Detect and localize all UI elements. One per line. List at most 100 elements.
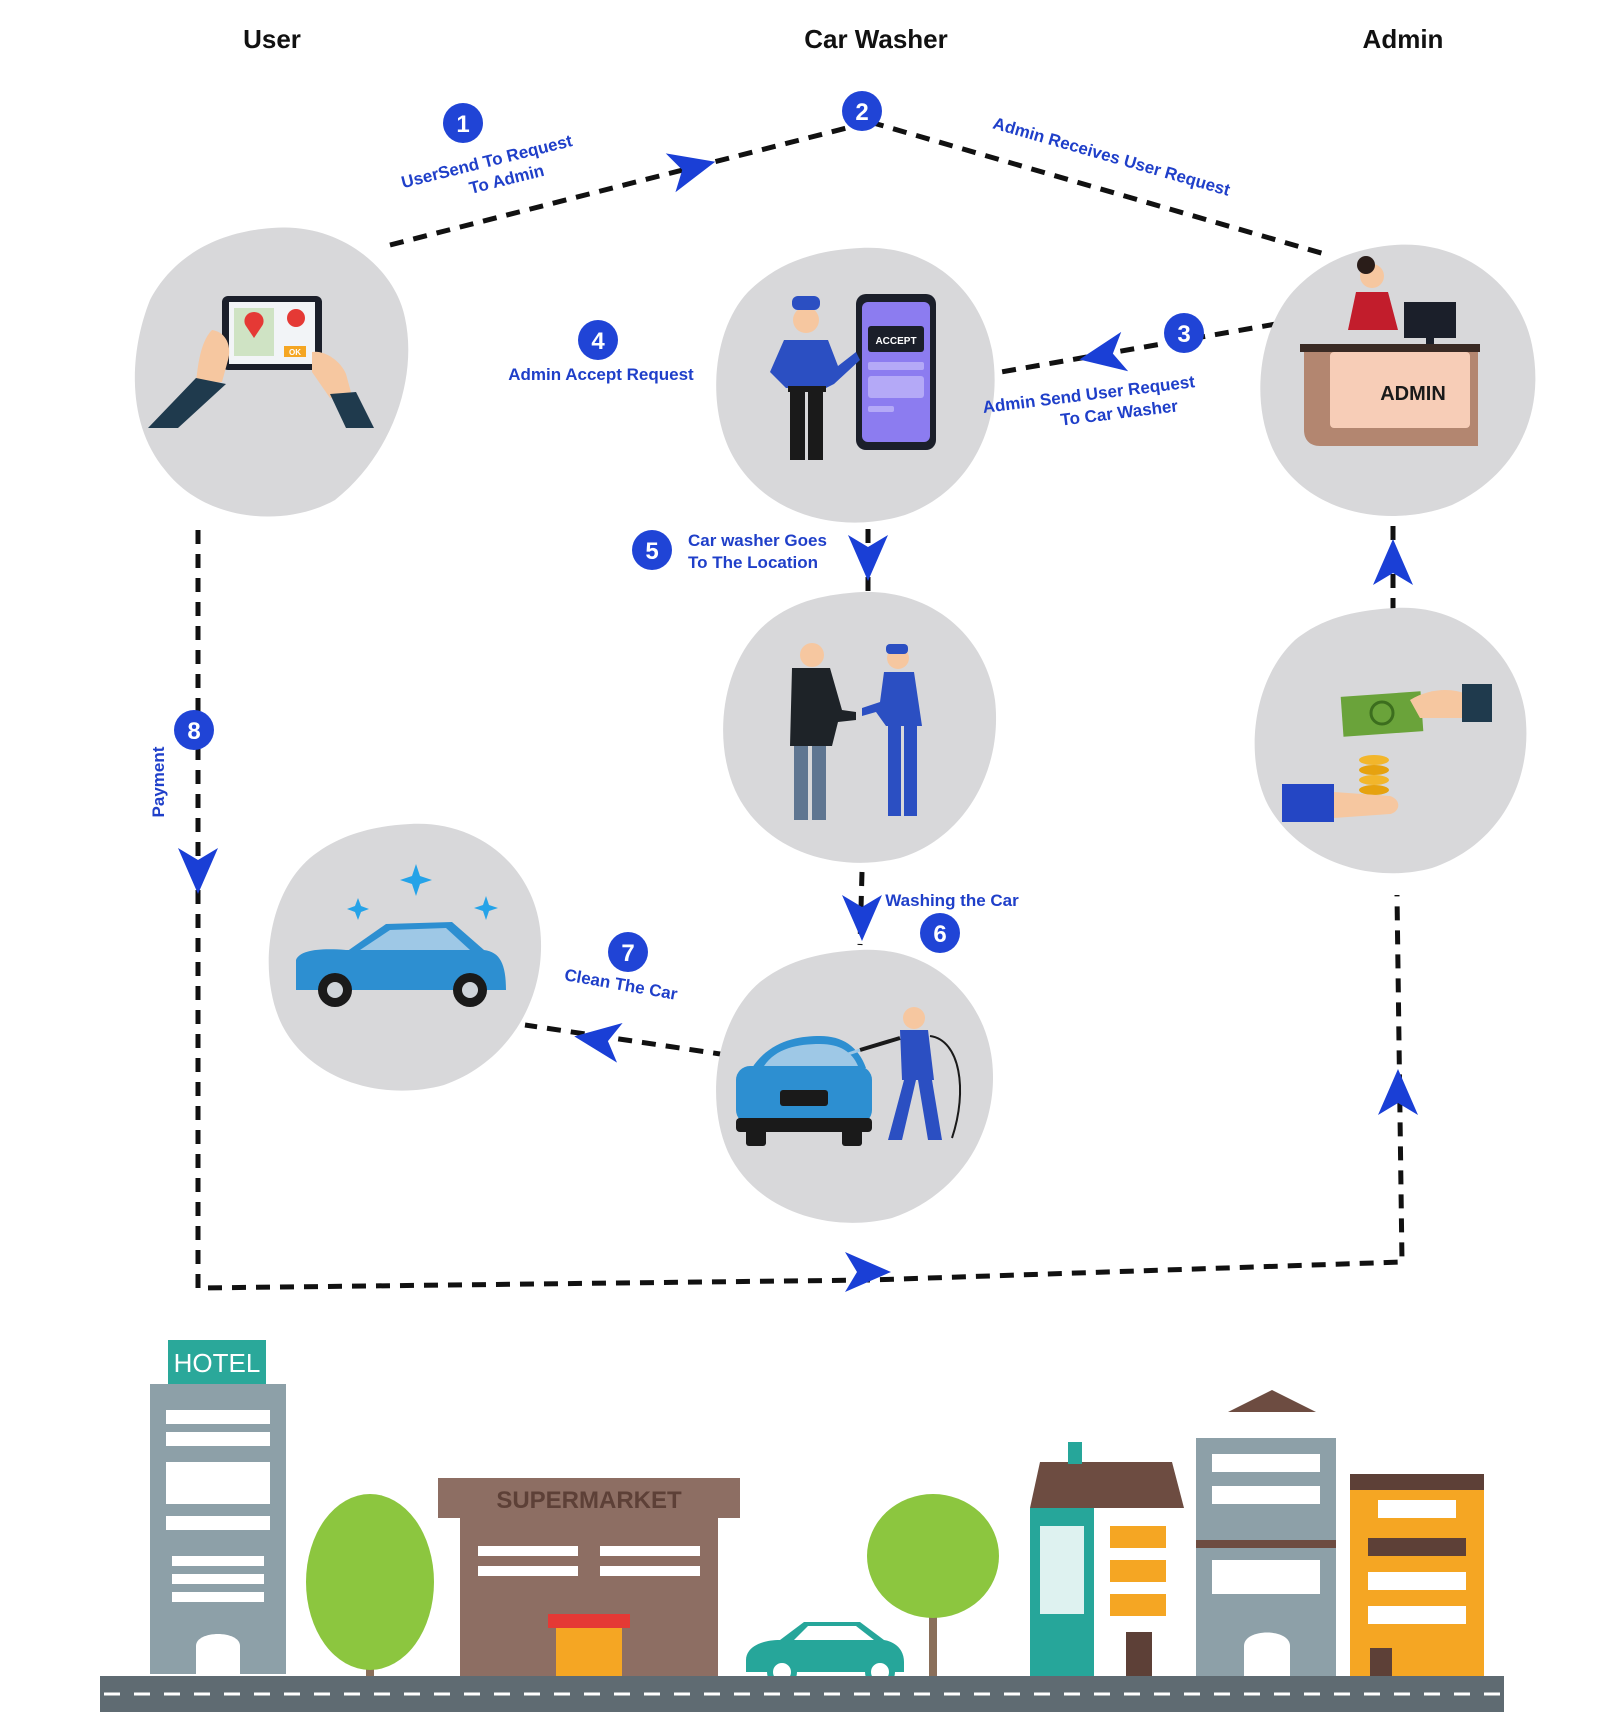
admin-body bbox=[1348, 292, 1398, 330]
arrow-bottom-icon bbox=[845, 1252, 891, 1292]
townhouse-left bbox=[1030, 1442, 1184, 1676]
hotel-stripe-1 bbox=[172, 1556, 264, 1566]
step-badge-5 bbox=[632, 530, 672, 570]
path-wash-to-clean-car bbox=[524, 1022, 728, 1058]
blob-handshake bbox=[723, 591, 997, 863]
supermarket-window-4 bbox=[600, 1566, 700, 1576]
left-sleeve bbox=[148, 378, 226, 428]
sparkle-icon-3 bbox=[474, 896, 498, 920]
spray-gun bbox=[859, 1036, 901, 1052]
step-num-5: 5 bbox=[645, 538, 658, 565]
supermarket-building: SUPERMARKET bbox=[438, 1478, 740, 1676]
orange-building-top bbox=[1350, 1474, 1484, 1490]
flow-paths bbox=[195, 119, 1405, 1291]
map-pin-icon bbox=[244, 312, 264, 338]
step-num-2: 2 bbox=[855, 99, 868, 126]
step-label-2: Admin Receives User Request bbox=[991, 114, 1233, 200]
hotel-building: HOTEL bbox=[150, 1340, 286, 1674]
orange-building-win-1 bbox=[1378, 1500, 1456, 1518]
grey-building-attic bbox=[1196, 1412, 1336, 1438]
path-user-to-washer bbox=[389, 119, 871, 248]
tree-1 bbox=[306, 1494, 434, 1676]
desk-top bbox=[1300, 344, 1480, 352]
worker-leg-left bbox=[888, 726, 901, 816]
column-title-car-washer: Car Washer bbox=[804, 24, 948, 54]
townhouse-left-teal-win bbox=[1040, 1526, 1084, 1614]
washer2-leg-right bbox=[918, 1080, 942, 1140]
wash-car-tyre-left bbox=[746, 1128, 766, 1146]
arrow-step3-icon bbox=[1079, 331, 1129, 372]
admin-desk-sign: ADMIN bbox=[1380, 383, 1446, 405]
step-4: 4 Admin Accept Request bbox=[508, 320, 694, 384]
townhouse-left-win-2 bbox=[1110, 1560, 1166, 1582]
supermarket-window-2 bbox=[600, 1546, 700, 1556]
desk-panel bbox=[1330, 352, 1470, 428]
top-sleeve bbox=[1462, 684, 1492, 722]
bottom-hand bbox=[1334, 792, 1399, 818]
washer2-body bbox=[900, 1030, 934, 1080]
supermarket-door bbox=[556, 1628, 622, 1676]
tablet-user-illustration: OK bbox=[148, 296, 374, 428]
right-sleeve bbox=[330, 392, 374, 428]
washer-phone-illustration: ACCEPT bbox=[770, 294, 936, 460]
step-label-7: Clean The Car bbox=[563, 965, 679, 1004]
step-label-8: Payment bbox=[149, 746, 168, 817]
hotel-stripe-3 bbox=[172, 1592, 264, 1602]
man-leg-right bbox=[812, 746, 826, 820]
car-window bbox=[360, 928, 470, 950]
grey-building-win-3 bbox=[1212, 1560, 1320, 1594]
orange-building-door bbox=[1370, 1648, 1392, 1676]
step-num-7: 7 bbox=[621, 940, 634, 967]
car-wheel-rear-hub bbox=[462, 982, 478, 998]
orange-building-win-2 bbox=[1368, 1538, 1466, 1556]
blob-money bbox=[1254, 607, 1527, 874]
step-label-4: Admin Accept Request bbox=[508, 365, 694, 384]
arrow-admin-up-icon bbox=[1373, 539, 1413, 585]
step-num-6: 6 bbox=[933, 921, 946, 948]
wash-car-bumper bbox=[736, 1118, 872, 1132]
townhouse-left-win-3 bbox=[1110, 1594, 1166, 1616]
washing-illustration bbox=[736, 1007, 962, 1146]
column-title-user: User bbox=[243, 24, 301, 54]
tree-2-trunk bbox=[929, 1580, 937, 1676]
hotel-windows-4 bbox=[166, 1516, 270, 1530]
hotel-stripe-2 bbox=[172, 1574, 264, 1584]
wash-car-tyre-right bbox=[842, 1128, 862, 1146]
wash-car-windshield bbox=[764, 1044, 858, 1066]
washer2-leg-left bbox=[888, 1080, 916, 1140]
car-wheel-front-hub bbox=[327, 982, 343, 998]
arrow-step7-icon bbox=[574, 1022, 623, 1063]
arrow-step1-icon bbox=[665, 153, 716, 193]
hotel-windows-2 bbox=[166, 1432, 270, 1446]
step-5: 5 Car washer Goes To The Location bbox=[632, 530, 827, 572]
tablet-ok-text: OK bbox=[289, 348, 301, 357]
banknote bbox=[1340, 691, 1424, 737]
sparkle-icon-2 bbox=[347, 898, 369, 920]
step-7: 7 Clean The Car bbox=[563, 932, 679, 1004]
step-badge-6 bbox=[920, 913, 960, 953]
grey-building-ledge bbox=[1196, 1540, 1336, 1548]
left-hand bbox=[196, 330, 230, 384]
sparkle-icon bbox=[400, 864, 432, 896]
orange-building-win-4 bbox=[1368, 1606, 1466, 1624]
step-8: 8 Payment bbox=[149, 710, 214, 817]
blob-car-washer bbox=[716, 247, 995, 523]
street-car-window bbox=[794, 1626, 874, 1640]
washer-shirt bbox=[770, 340, 860, 388]
phone-screen bbox=[862, 302, 930, 442]
phone-accept-button bbox=[868, 326, 924, 352]
step-num-1: 1 bbox=[456, 111, 469, 138]
grey-building-win-2 bbox=[1212, 1486, 1320, 1504]
clean-car-illustration bbox=[296, 864, 506, 1007]
path-admin-to-washer bbox=[1000, 321, 1277, 375]
arrow-step6-icon bbox=[842, 895, 882, 941]
tablet-ok-button bbox=[284, 346, 306, 357]
washer-belt bbox=[788, 386, 826, 392]
supermarket-awning bbox=[548, 1614, 630, 1628]
hose bbox=[929, 1035, 962, 1139]
flow-arrows bbox=[178, 153, 1418, 1292]
hotel-windows-3 bbox=[166, 1462, 270, 1504]
grey-building bbox=[1196, 1390, 1336, 1676]
step-badge-2 bbox=[842, 91, 882, 131]
